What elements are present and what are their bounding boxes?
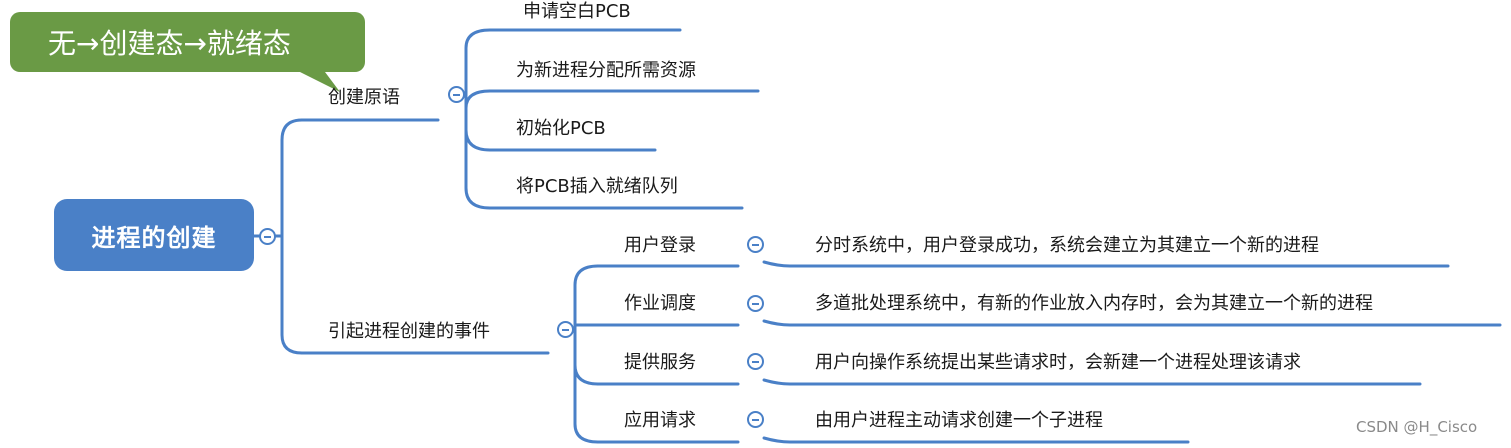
event-label[interactable]: 应用请求 [624, 410, 696, 431]
edge-b0-c3 [464, 93, 492, 210]
collapse-minus-icon[interactable] [747, 295, 764, 312]
edge-root-branch-0 [280, 118, 304, 238]
event-label[interactable]: 提供服务 [624, 352, 696, 373]
b1-c3-detail-underline [762, 436, 1190, 444]
edge-b1-c2 [573, 328, 600, 386]
b1-c0-detail-underline [762, 260, 1450, 268]
edge-root-branch-1 [280, 234, 304, 355]
b1-c1-detail-underline [762, 319, 1502, 327]
child-label[interactable]: 将PCB插入就绪队列 [516, 176, 678, 197]
callout-note: 无→创建态→就绪态 [10, 12, 365, 72]
branch-label[interactable]: 创建原语 [328, 87, 400, 108]
event-detail[interactable]: 由用户进程主动请求创建一个子进程 [815, 410, 1103, 431]
child-label[interactable]: 为新进程分配所需资源 [516, 60, 696, 81]
callout-pointer [300, 72, 340, 92]
event-detail[interactable]: 分时系统中，用户登录成功，系统会建立为其建立一个新的进程 [815, 235, 1319, 256]
b1-c2-detail-underline [762, 378, 1422, 386]
collapse-minus-icon[interactable] [747, 411, 764, 428]
edge-b0-c2 [464, 93, 492, 152]
root-node[interactable]: 进程的创建 [54, 199, 254, 271]
collapse-minus-icon[interactable] [747, 353, 764, 370]
collapse-minus-icon[interactable] [747, 236, 764, 253]
branch-label[interactable]: 引起进程创建的事件 [328, 321, 490, 342]
child-label[interactable]: 初始化PCB [516, 118, 606, 139]
collapse-minus-icon[interactable] [557, 321, 574, 338]
event-detail[interactable]: 多道批处理系统中，有新的作业放入内存时，会为其建立一个新的进程 [815, 293, 1373, 314]
event-label[interactable]: 作业调度 [624, 293, 696, 314]
event-label[interactable]: 用户登录 [624, 235, 696, 256]
edge-b1-c3 [573, 328, 600, 444]
child-label[interactable]: 申请空白PCB [523, 1, 631, 22]
collapse-minus-icon[interactable] [259, 228, 276, 245]
watermark: CSDN @H_Cisco [1356, 418, 1478, 436]
edge-b1-c0 [573, 264, 600, 332]
edge-b0-c0 [464, 28, 492, 97]
collapse-minus-icon[interactable] [448, 86, 465, 103]
event-detail[interactable]: 用户向操作系统提出某些请求时，会新建一个进程处理该请求 [815, 352, 1301, 373]
